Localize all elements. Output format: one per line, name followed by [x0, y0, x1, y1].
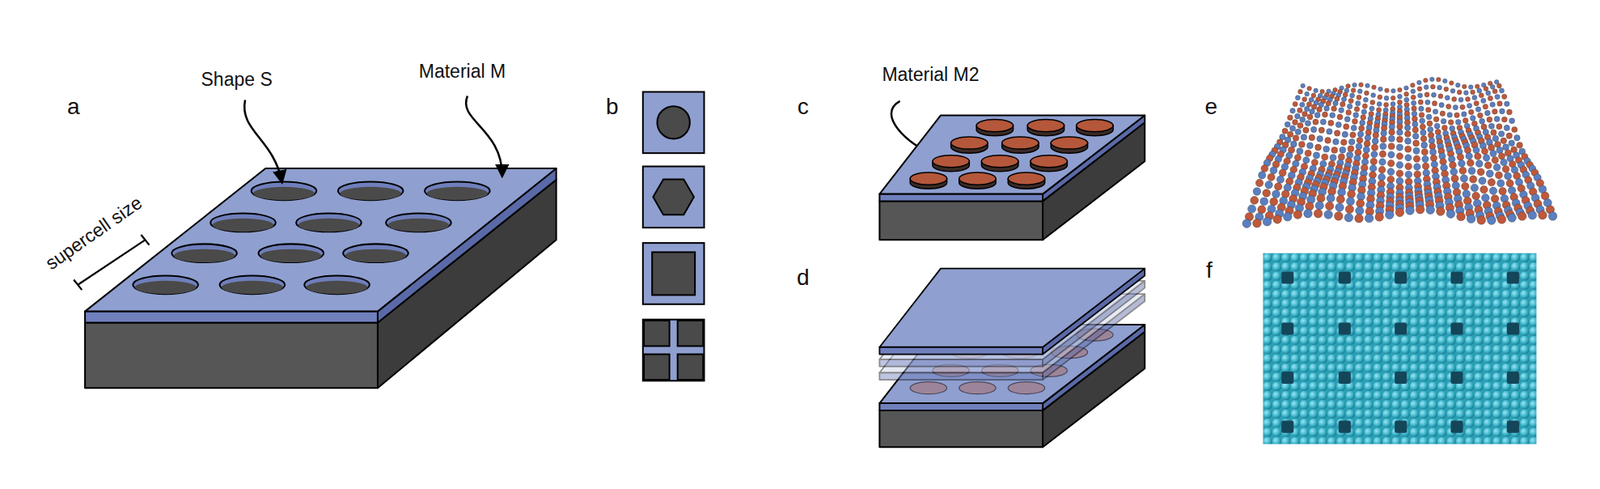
- part-label: Material M2: [881, 65, 979, 85]
- leaders: [73, 96, 935, 291]
- patterned-surface: [1262, 253, 1537, 445]
- part-label: Material M: [419, 62, 506, 81]
- dimension-label: supercell size: [42, 192, 145, 273]
- panel-letter: b: [605, 95, 619, 119]
- panel-letter: e: [1205, 95, 1219, 119]
- part-label: Shape S: [201, 70, 273, 89]
- slab-c: [879, 114, 1145, 240]
- stacked-layers: [879, 268, 1145, 394]
- moire-lattice: [1242, 76, 1558, 228]
- panel-letter: c: [797, 95, 809, 119]
- disks: [910, 119, 1114, 190]
- holes: [132, 181, 490, 294]
- shape-panel: [643, 91, 705, 381]
- panel-letter: f: [1206, 258, 1213, 282]
- panel-letter: d: [796, 266, 810, 289]
- panel-letter: a: [67, 95, 81, 119]
- slab-a: [84, 168, 557, 388]
